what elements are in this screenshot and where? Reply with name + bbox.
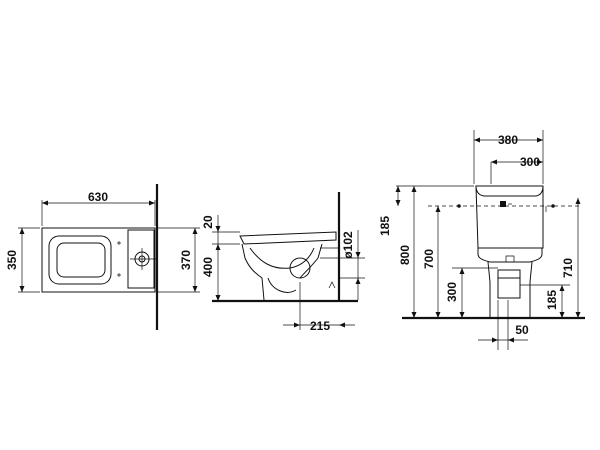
dim-185-bottom: 185 <box>545 290 559 310</box>
bowl-outline <box>41 227 156 293</box>
dim-630: 630 <box>88 190 108 204</box>
pedestal-outline <box>487 261 533 318</box>
dim-50: 50 <box>515 323 529 337</box>
dim-800: 800 <box>398 245 412 265</box>
dim-215: 215 <box>310 319 330 333</box>
tank-outline <box>475 185 544 249</box>
dim-350: 350 <box>5 250 19 270</box>
dim-370: 370 <box>179 250 193 270</box>
top-view: 630 350 370 <box>5 184 200 330</box>
front-view: 380 300 185 800 700 300 710 185 <box>378 130 585 350</box>
dim-380: 380 <box>498 133 518 147</box>
dim-400: 400 <box>201 257 215 277</box>
bowl-opening <box>56 242 106 278</box>
dim-300-width: 300 <box>520 155 540 169</box>
outlet-pipe <box>289 257 311 279</box>
side-view: 20 400 ø102 215 <box>201 192 365 333</box>
seat-outline <box>48 235 112 285</box>
dim-300-height: 300 <box>445 282 459 302</box>
dim-outlet-diameter: ø102 <box>341 231 355 259</box>
dim-710: 710 <box>561 258 575 278</box>
dim-185-top: 185 <box>378 216 392 236</box>
flush-button <box>500 201 506 207</box>
dim-20: 20 <box>201 215 215 229</box>
dim-700: 700 <box>422 249 436 269</box>
seat-lid <box>239 231 337 245</box>
